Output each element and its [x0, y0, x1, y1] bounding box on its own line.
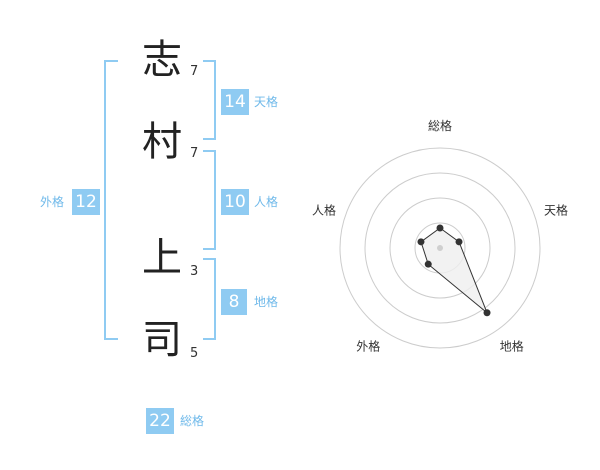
jinkaku-value-badge: 10: [221, 189, 249, 215]
tenkaku-bracket: [203, 60, 216, 140]
radar-point: [455, 238, 463, 246]
radar-point: [436, 224, 444, 232]
soukaku-value-badge: 22: [146, 408, 174, 434]
soukaku-label: 総格: [180, 414, 205, 428]
tenkaku-label: 天格: [254, 95, 279, 109]
stroke-count-4: 5: [190, 346, 199, 361]
radar-axis-label: 外格: [356, 339, 380, 354]
chikaku-bracket: [203, 258, 216, 340]
chikaku-label: 地格: [254, 295, 279, 309]
gaikaku-bracket: [104, 60, 118, 340]
radar-ring: [389, 197, 491, 299]
stroke-count-1: 7: [190, 64, 199, 79]
name-char-4: 司: [142, 317, 182, 363]
radar-point: [424, 260, 432, 268]
name-char-2: 村: [142, 119, 182, 165]
stroke-count-3: 3: [190, 264, 199, 279]
stroke-count-2: 7: [190, 146, 199, 161]
name-char-3: 上: [142, 235, 182, 281]
gaikaku-value-badge: 12: [72, 189, 100, 215]
name-char-1: 志: [142, 37, 182, 83]
radar-axis-label: 天格: [544, 202, 568, 217]
chikaku-value-badge: 8: [221, 289, 247, 315]
radar-point: [417, 238, 425, 246]
tenkaku-value-badge: 14: [221, 89, 249, 115]
jinkaku-bracket: [203, 150, 216, 250]
radar-center: [437, 245, 443, 251]
radar-point: [483, 309, 491, 317]
gaikaku-label: 外格: [40, 195, 65, 209]
radar-axis-label: 地格: [500, 339, 524, 354]
radar-axis-label: 人格: [312, 202, 336, 217]
radar-ring: [339, 147, 541, 349]
jinkaku-label: 人格: [254, 195, 279, 209]
radar-area: [420, 227, 488, 314]
radar-axis-label: 総格: [428, 118, 452, 133]
radar-ring: [364, 172, 516, 324]
